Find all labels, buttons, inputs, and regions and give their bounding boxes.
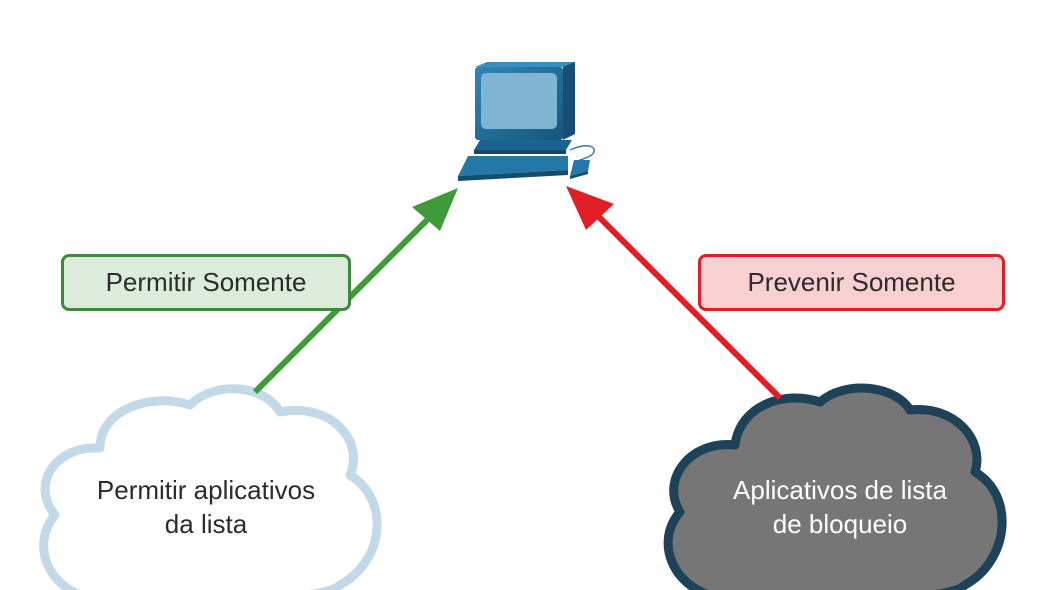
allow-cloud-line2: da lista bbox=[164, 509, 248, 539]
blocklist-apps-cloud bbox=[663, 383, 1007, 590]
allow-cloud-shape bbox=[39, 384, 382, 590]
prevent-arrow bbox=[566, 186, 783, 401]
prevent-only-label: Prevenir Somente bbox=[698, 254, 1005, 311]
desktop-computer-icon bbox=[458, 62, 595, 181]
block-cloud-line1: Aplicativos de lista bbox=[733, 475, 947, 505]
allow-only-label-text: Permitir Somente bbox=[105, 267, 307, 297]
prevent-only-label-text: Prevenir Somente bbox=[747, 267, 956, 297]
prevent-arrow-shaft bbox=[591, 209, 783, 401]
block-cloud-shape bbox=[663, 383, 1007, 590]
block-cloud-label: Aplicativos de lista de bloqueio bbox=[690, 473, 990, 541]
allow-cloud-line1: Permitir aplicativos bbox=[96, 475, 316, 505]
prevent-arrow-head bbox=[566, 186, 614, 230]
allow-apps-cloud bbox=[39, 384, 382, 590]
allow-only-label: Permitir Somente bbox=[61, 254, 351, 311]
allow-arrow-head bbox=[412, 188, 458, 231]
block-cloud-line2: de bloqueio bbox=[772, 509, 908, 539]
allow-cloud-label: Permitir aplicativos da lista bbox=[56, 473, 356, 541]
